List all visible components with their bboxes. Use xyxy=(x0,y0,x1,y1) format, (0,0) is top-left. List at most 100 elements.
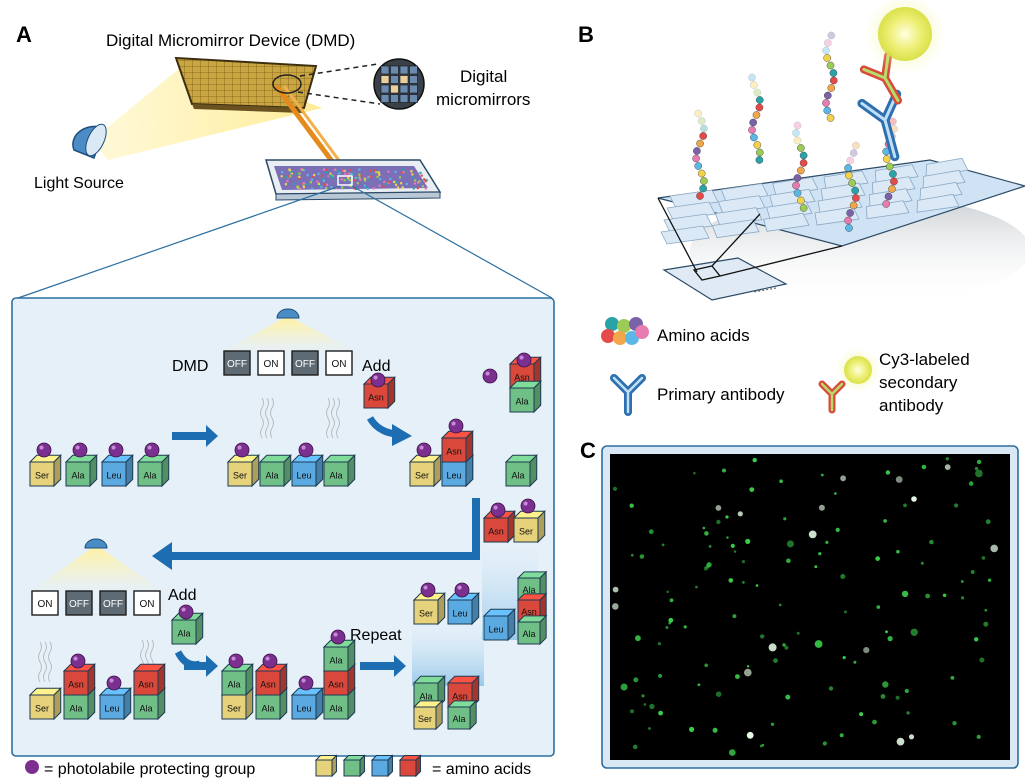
array-feature xyxy=(350,173,353,176)
microarray-spot xyxy=(783,517,787,521)
bead-highlight xyxy=(109,678,114,683)
microarray-spot xyxy=(633,677,639,683)
amino-acid-bead xyxy=(848,179,856,187)
amino-acid-bead xyxy=(694,162,703,170)
amino-acid-block: Ala xyxy=(64,454,98,488)
array-feature xyxy=(387,170,390,173)
micromirror-cell xyxy=(380,75,390,84)
array-cell xyxy=(865,200,910,220)
amino-acid-bead xyxy=(797,196,805,205)
array-feature xyxy=(349,169,352,172)
bead-highlight xyxy=(237,445,242,450)
amino-acid-bead xyxy=(827,31,836,40)
block-front xyxy=(447,706,471,730)
amino-acid-bead xyxy=(699,184,707,193)
amino-acid-block: Ala xyxy=(516,614,548,646)
block-front xyxy=(63,670,89,696)
micromirror-cell xyxy=(399,84,409,94)
block-front xyxy=(441,461,467,487)
photolabile-protecting-group xyxy=(298,442,314,458)
microarray-spot xyxy=(976,459,982,465)
bead-highlight xyxy=(519,355,524,360)
array-feature xyxy=(298,172,301,175)
light-cone xyxy=(30,548,164,592)
microarray-spot xyxy=(818,504,825,511)
bead-highlight xyxy=(111,445,116,450)
array-feature xyxy=(394,170,397,173)
microarray-spot xyxy=(722,468,726,473)
bead-highlight xyxy=(181,607,186,612)
block-front xyxy=(259,461,285,487)
lamp-icon xyxy=(276,308,300,319)
microarray-spot xyxy=(744,668,752,677)
photolabile-protecting-group xyxy=(454,582,470,598)
amino-acid-label: Ala xyxy=(265,470,278,480)
microarray-spot xyxy=(887,636,893,642)
amino-acid-label: Leu xyxy=(488,624,503,634)
amino-acid-bead xyxy=(755,156,764,164)
microarray-spot xyxy=(843,610,847,614)
block-front xyxy=(513,517,539,543)
light-cone xyxy=(222,318,356,352)
amino-acid-block: Asn xyxy=(62,663,96,697)
microarray-spot xyxy=(814,640,823,648)
block-front xyxy=(29,694,55,720)
amino-acid-bead xyxy=(793,189,802,197)
process-arrow xyxy=(172,425,218,447)
microarray-spot xyxy=(768,643,777,652)
array-feature xyxy=(358,173,361,176)
microarray-spot xyxy=(979,657,985,663)
amino-acid-block: Leu xyxy=(290,454,324,488)
array-feature xyxy=(418,180,421,183)
protecting-group-legend: = photolabile protecting group xyxy=(44,761,255,778)
amino-acid-label: Ala xyxy=(71,470,84,480)
amino-acid-bead xyxy=(694,109,702,118)
amino-acid-bead xyxy=(829,69,838,77)
microarray-spot xyxy=(981,556,986,560)
amino-acid-bead xyxy=(700,124,708,133)
micromirror-cell xyxy=(390,75,399,84)
arrow-head xyxy=(206,425,218,447)
array-feature xyxy=(419,171,422,174)
microarray-spot xyxy=(786,558,791,564)
array-feature xyxy=(325,171,328,174)
amino-acid-label: Ala xyxy=(511,470,524,480)
microarray-spot xyxy=(770,722,775,726)
amino-acid-bead xyxy=(797,166,805,175)
return-arrow-shaft xyxy=(170,552,480,560)
array-feature xyxy=(296,185,299,188)
micromirror-cell xyxy=(409,65,418,75)
panel-b-letter: B xyxy=(578,22,594,47)
microarray-spot xyxy=(818,552,822,556)
microarray-spot xyxy=(658,673,663,679)
light-wave xyxy=(260,397,264,439)
microarray-spots xyxy=(612,457,998,756)
amino-acid-bead xyxy=(697,117,706,125)
microarray-spot xyxy=(778,603,782,607)
array-feature xyxy=(284,183,288,186)
microarray-spot xyxy=(643,703,647,706)
array-feature xyxy=(400,171,403,174)
micromirror-cell xyxy=(380,65,390,75)
array-feature xyxy=(290,170,293,174)
amino-acid-label: Leu xyxy=(446,470,461,480)
block-front xyxy=(133,670,159,696)
array-feature xyxy=(336,170,339,173)
amino-acid-block: Asn xyxy=(516,592,548,624)
block-front xyxy=(441,437,467,463)
microarray-spot xyxy=(712,727,718,733)
block-front xyxy=(323,646,349,672)
amino-acid-bead xyxy=(846,209,854,217)
microarray-spot xyxy=(880,694,886,699)
microarray-spot xyxy=(639,554,645,559)
microarray-spot xyxy=(705,564,710,569)
block-front xyxy=(413,599,439,625)
array-feature xyxy=(306,174,309,177)
curve-arrow-head xyxy=(392,424,412,446)
bead-highlight xyxy=(301,445,306,450)
microarray-spot xyxy=(814,565,818,569)
microarray-spot xyxy=(683,625,687,629)
array-feature xyxy=(344,172,347,175)
array-feature xyxy=(383,180,386,184)
microarray-spot xyxy=(693,471,696,475)
